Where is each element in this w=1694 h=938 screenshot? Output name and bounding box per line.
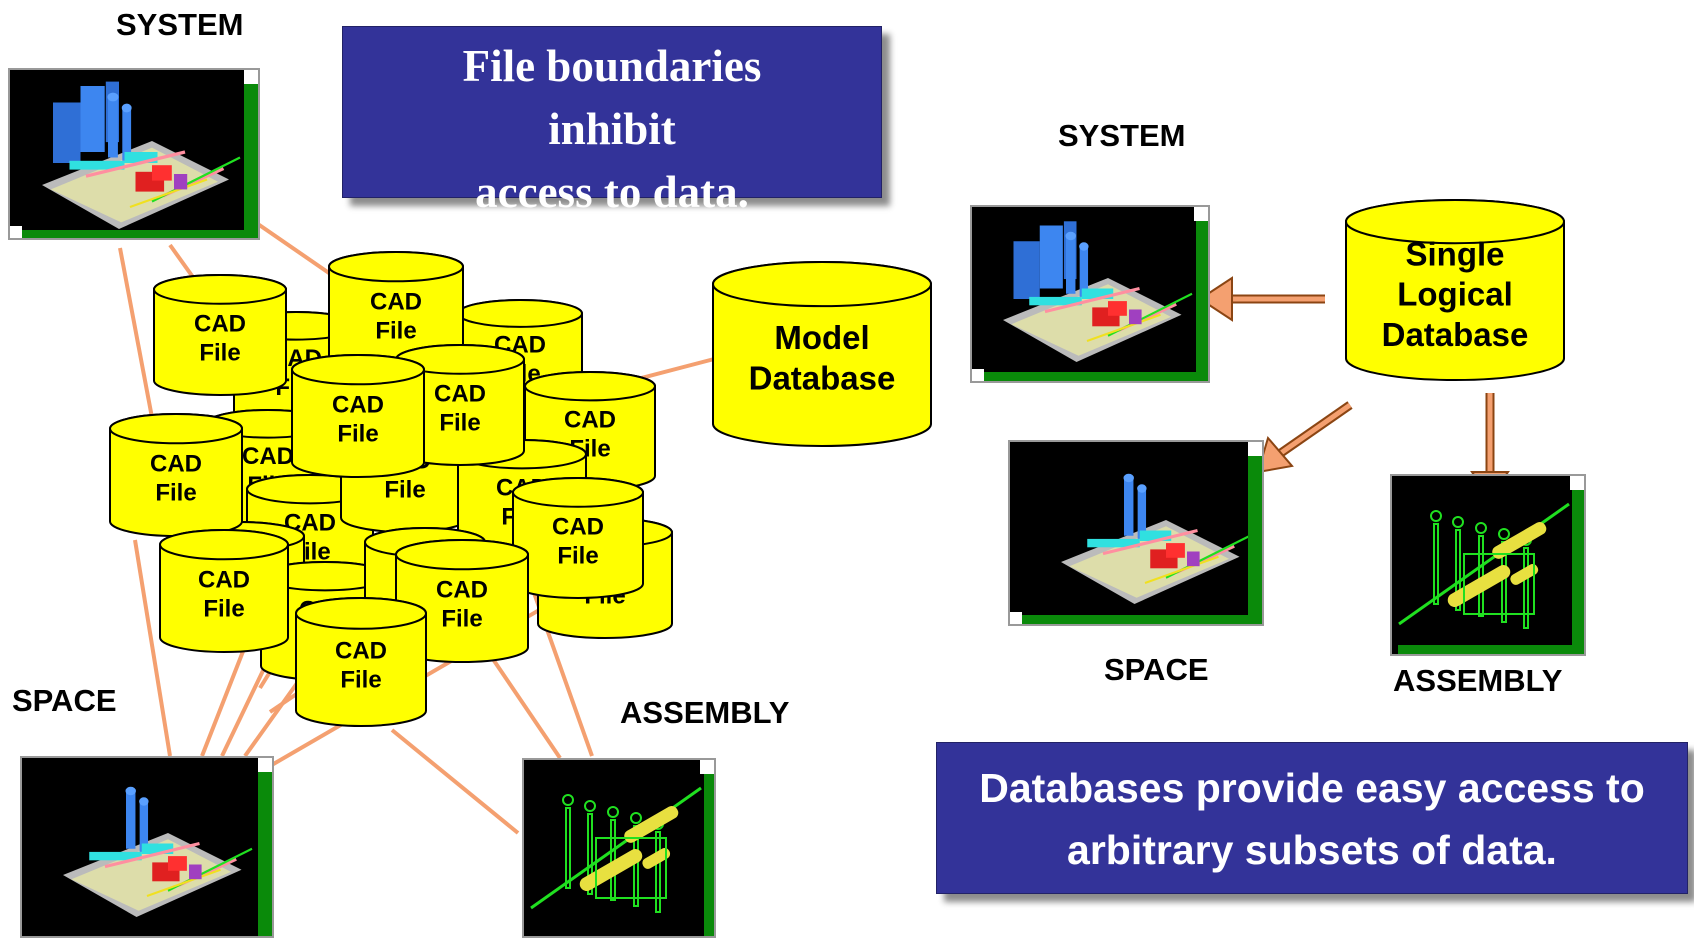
- right-system-label: SYSTEM: [1058, 118, 1186, 153]
- cylinder-label-line: File: [337, 421, 378, 448]
- left-system-screenshot: [8, 68, 260, 240]
- assembly-piping-render-icon: [530, 786, 702, 913]
- system-plant-render-icon: [1003, 221, 1193, 362]
- cylinder-label-line: Model: [774, 319, 869, 356]
- left-space-label: SPACE: [12, 683, 117, 718]
- right-system-screenshot: [970, 205, 1210, 383]
- space-plant-render-icon: [63, 786, 253, 917]
- databases-banner: Databases provide easy access to arbitra…: [936, 742, 1688, 894]
- cylinder-label-line: CAD: [335, 637, 387, 664]
- cylinder-label-line: File: [199, 340, 240, 367]
- cylinder-label-line: Database: [749, 359, 896, 396]
- banner-line-1: File boundaries: [462, 41, 762, 91]
- cylinder-label-line: File: [439, 410, 480, 437]
- right-space-label: SPACE: [1104, 652, 1209, 687]
- cad-file-cylinder: CAD File: [153, 274, 287, 396]
- cad-file-cylinder: CAD File: [159, 529, 289, 653]
- left-space-screenshot: [20, 756, 274, 938]
- cad-file-cylinder: CAD File: [291, 354, 425, 478]
- banner-line-2: inhibit: [548, 104, 676, 154]
- cylinder-label-line: CAD: [436, 576, 488, 603]
- cad-file-cylinder: CAD File: [295, 597, 427, 727]
- right-assembly-label: ASSEMBLY: [1393, 663, 1563, 698]
- left-system-label: SYSTEM: [116, 7, 244, 42]
- cylinder-label-line: File: [155, 480, 196, 507]
- cylinder-label-line: File: [375, 318, 416, 345]
- cylinder-label-line: File: [441, 606, 482, 633]
- banner-line-1: Databases provide easy access to: [979, 765, 1645, 811]
- assembly-piping-render-icon: [1398, 502, 1570, 629]
- cad-file-cylinder: CAD File: [328, 251, 464, 375]
- cylinder-label-line: Single: [1405, 235, 1504, 272]
- cylinder-label-line: File: [384, 477, 425, 504]
- cad-file-cylinder: CAD File: [512, 477, 644, 599]
- cylinder-label-line: CAD: [150, 450, 202, 477]
- left-assembly-screenshot: [522, 758, 716, 938]
- cylinder-label-line: CAD: [242, 443, 294, 470]
- right-assembly-screenshot: [1390, 474, 1586, 656]
- left-assembly-label: ASSEMBLY: [620, 695, 790, 730]
- cylinder-label-line: CAD: [552, 513, 604, 540]
- cylinder-label-line: File: [340, 667, 381, 694]
- file-boundaries-banner: File boundaries inhibit access to data.: [342, 26, 882, 217]
- space-plant-render-icon: [1061, 473, 1251, 604]
- cylinder-label-line: Logical: [1397, 276, 1513, 313]
- cylinder-label-line: CAD: [198, 566, 250, 593]
- cad-file-cylinder: CAD File: [109, 413, 243, 537]
- cylinder-label-line: CAD: [370, 288, 422, 315]
- banner-line-2: arbitrary subsets of data.: [1067, 827, 1557, 873]
- cylinder-label-line: CAD: [564, 406, 616, 433]
- cylinder-label-line: File: [203, 596, 244, 623]
- system-plant-render-icon: [42, 81, 241, 229]
- arrow-to-system: [1198, 276, 1233, 322]
- banner-line-3: access to data.: [475, 167, 749, 217]
- cylinder-label-line: CAD: [194, 310, 246, 337]
- cylinder-label-line: File: [557, 543, 598, 570]
- cad-file-cylinder: CAD File: [395, 539, 529, 663]
- cylinder-label-line: Database: [1382, 316, 1529, 353]
- cylinder-label-line: CAD: [332, 391, 384, 418]
- cylinder-label-line: CAD: [434, 380, 486, 407]
- right-space-screenshot: [1008, 440, 1264, 626]
